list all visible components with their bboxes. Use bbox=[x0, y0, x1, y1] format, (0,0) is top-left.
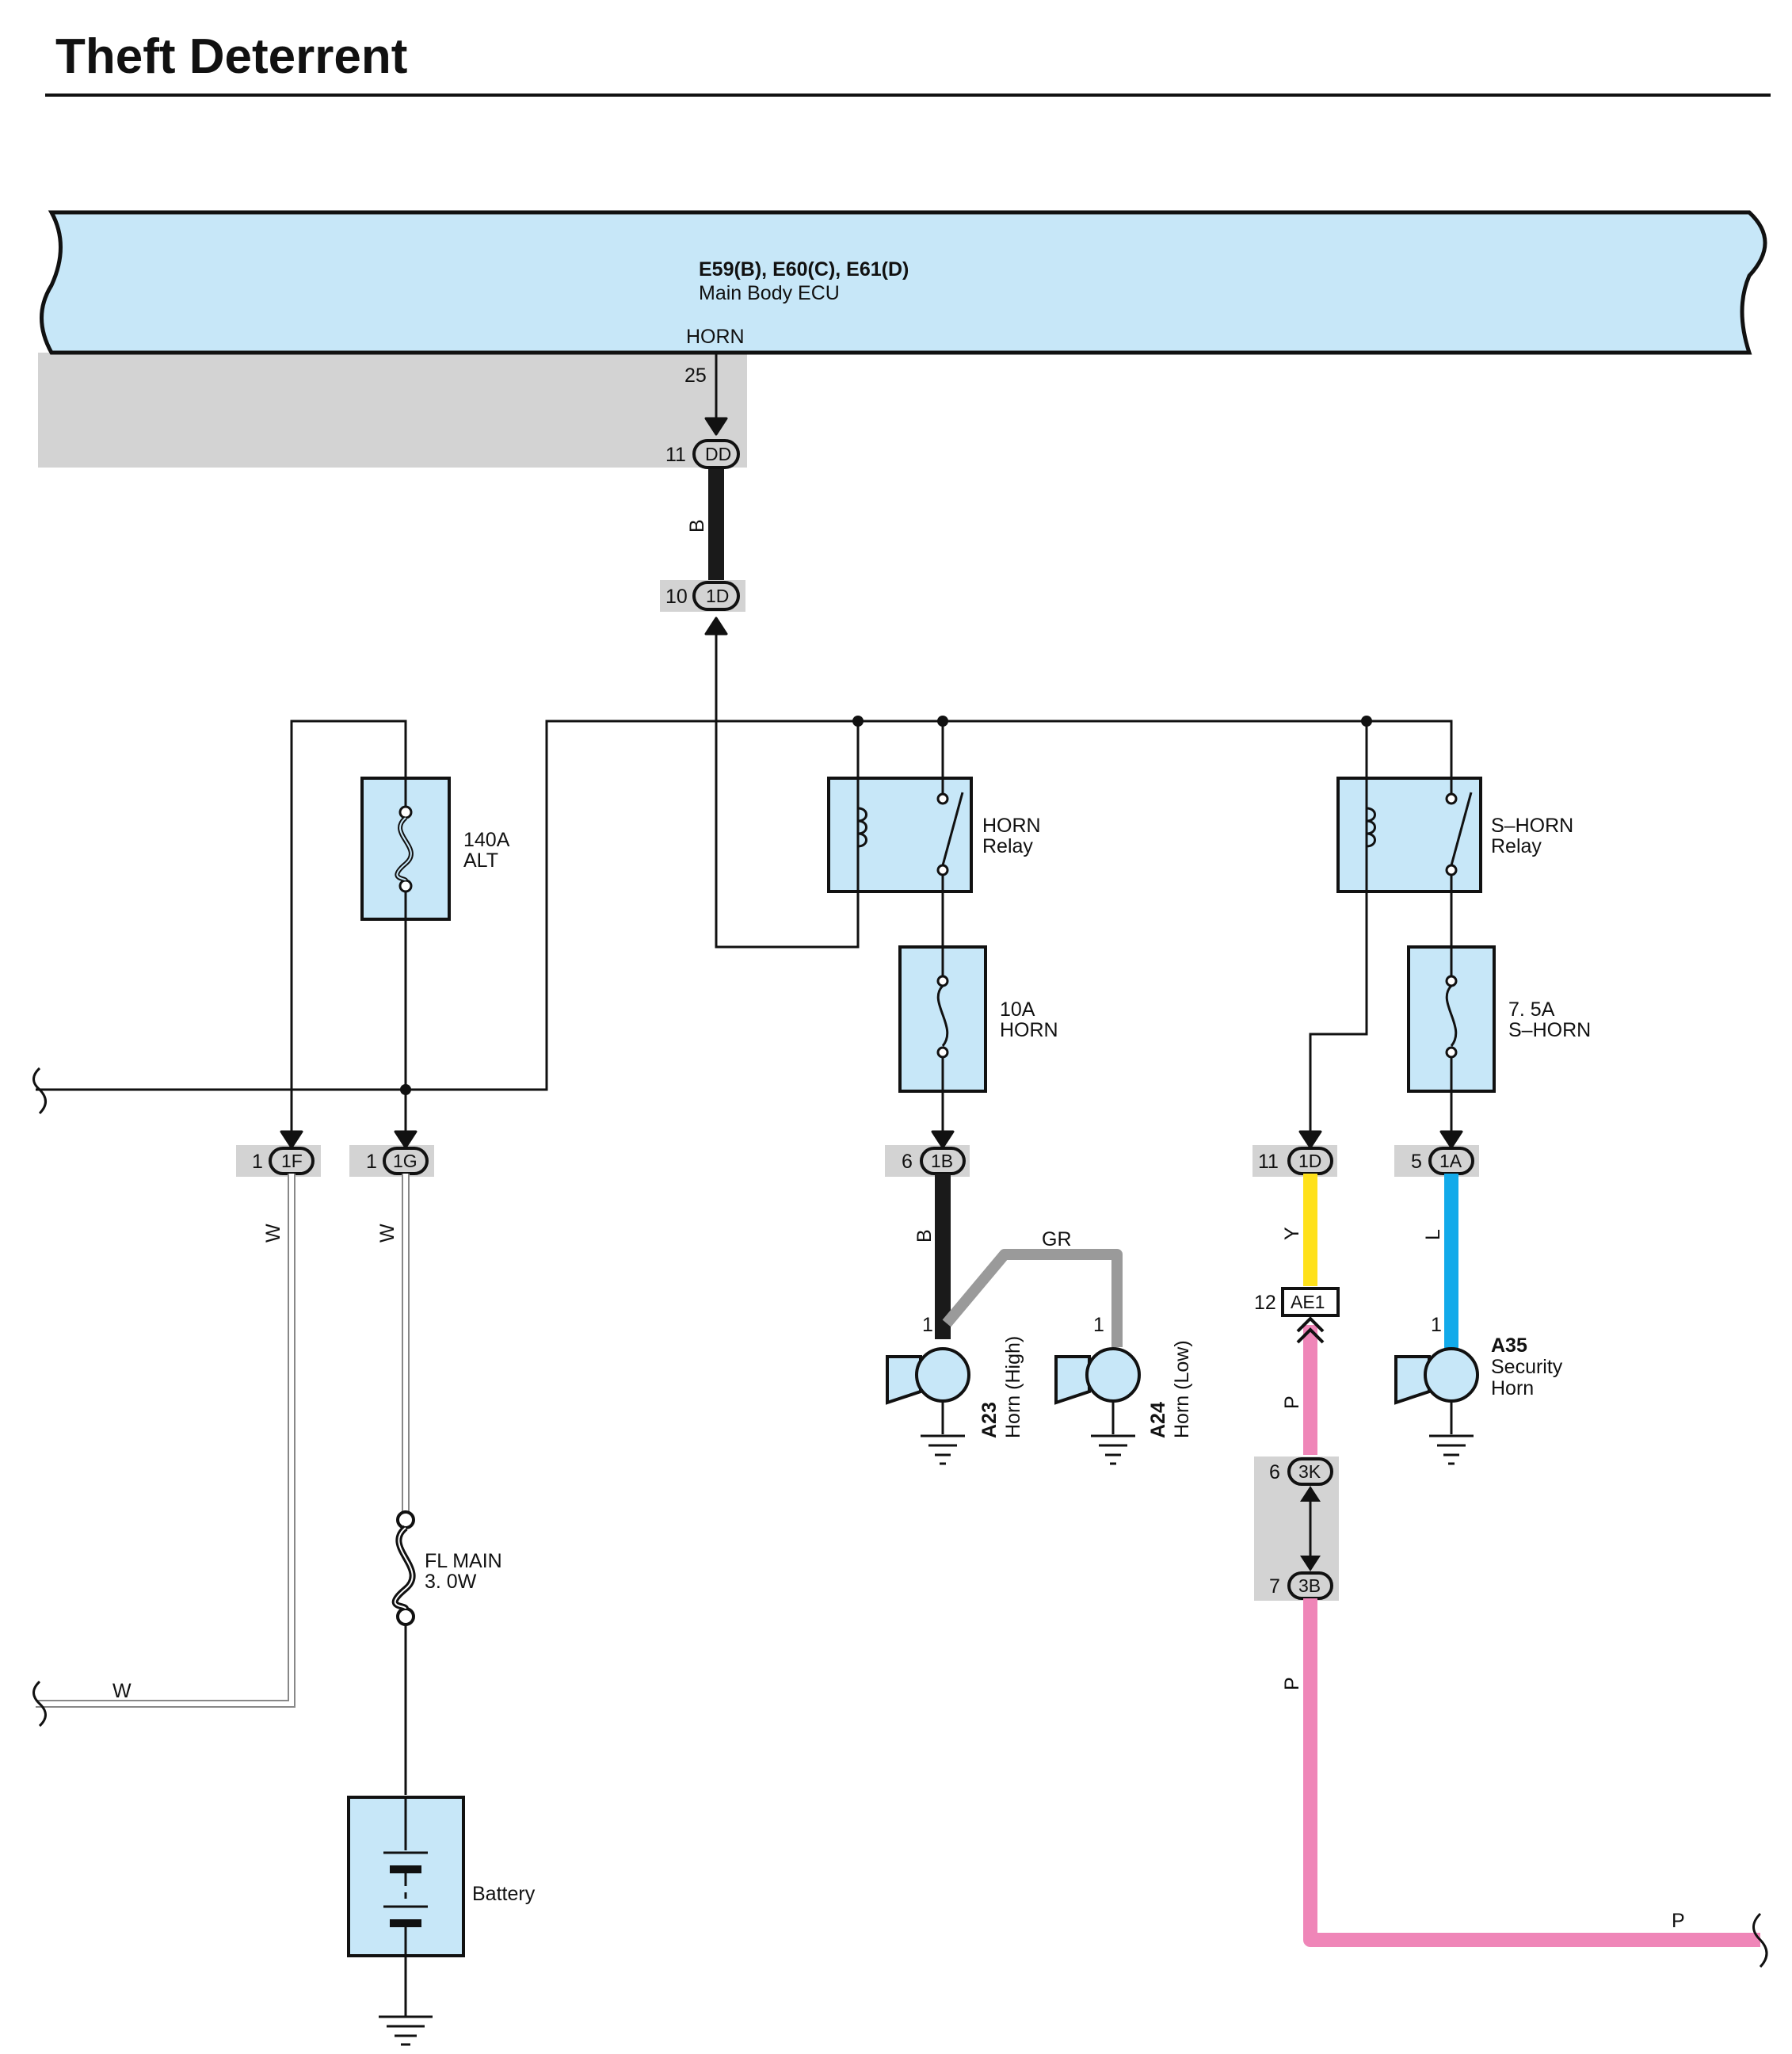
connector-3k-id: 3K bbox=[1298, 1461, 1321, 1482]
horn-relay-name: HORN bbox=[982, 815, 1041, 837]
connector-1d-top bbox=[692, 581, 740, 611]
arrow-into-1f bbox=[280, 1130, 303, 1149]
security-horn-code: A35 bbox=[1491, 1334, 1527, 1357]
wire-color-b-horn: B bbox=[913, 1229, 936, 1243]
ecu-name: Main Body ECU bbox=[699, 282, 840, 304]
connector-1a-id: 1A bbox=[1439, 1151, 1462, 1171]
connector-dd bbox=[692, 439, 740, 469]
fuse-horn-rating: 10A bbox=[1000, 998, 1035, 1021]
connector-1f-pin: 1 bbox=[252, 1151, 263, 1173]
ecu-terminal-name: HORN bbox=[686, 326, 745, 348]
wire-break-left-bottom bbox=[32, 1680, 47, 1728]
horn-high-code: A23 bbox=[978, 1402, 1001, 1438]
arrow-into-dd bbox=[704, 417, 728, 436]
connector-3b-pin: 7 bbox=[1269, 1575, 1280, 1598]
arrow-into-1b bbox=[931, 1130, 955, 1149]
horn-low-code: A24 bbox=[1147, 1402, 1169, 1438]
wire-color-w-bottom: W bbox=[112, 1680, 132, 1702]
splice-dot bbox=[1361, 716, 1372, 727]
connector-1f-id: 1F bbox=[281, 1151, 303, 1171]
connector-dd-pin: 11 bbox=[665, 444, 686, 466]
wire-break-left-top bbox=[32, 1067, 47, 1115]
page-title: Theft Deterrent bbox=[55, 29, 408, 84]
horn-low-icon bbox=[1054, 1347, 1141, 1465]
wire-color-gr: GR bbox=[1042, 1228, 1072, 1250]
wire-w-1f bbox=[36, 1174, 295, 1708]
arrow-into-1d-mid bbox=[1298, 1130, 1322, 1149]
horn-high-icon bbox=[886, 1347, 970, 1465]
connector-3k-pin: 6 bbox=[1269, 1461, 1280, 1483]
fl-main-name: FL MAIN bbox=[425, 1550, 502, 1572]
security-horn-pin: 1 bbox=[1431, 1314, 1442, 1336]
security-horn-line2: Horn bbox=[1491, 1377, 1534, 1399]
wire-color-y: Y bbox=[1281, 1227, 1303, 1240]
connector-1d-top-pin: 10 bbox=[665, 586, 688, 608]
horn-low-pin: 1 bbox=[1093, 1314, 1104, 1336]
connector-1d-mid-pin: 11 bbox=[1258, 1151, 1279, 1173]
connector-1g-pin: 1 bbox=[366, 1151, 377, 1173]
connector-1g-id: 1G bbox=[393, 1151, 417, 1171]
battery-label: Battery bbox=[472, 1883, 536, 1905]
connector-dd-id: DD bbox=[705, 444, 731, 464]
wire-color-p-mid: P bbox=[1281, 1677, 1303, 1690]
arrow-into-1g bbox=[394, 1130, 417, 1149]
connector-ae1-pin: 12 bbox=[1254, 1292, 1276, 1314]
security-horn-line1: Security bbox=[1491, 1356, 1563, 1378]
splice-dot bbox=[400, 1084, 411, 1095]
connector-1a-pin: 5 bbox=[1411, 1151, 1422, 1173]
wire-color-b-top: B bbox=[686, 519, 708, 533]
connector-3k bbox=[1287, 1457, 1333, 1486]
splice-dot bbox=[937, 716, 948, 727]
wire-color-p-upper: P bbox=[1281, 1395, 1303, 1409]
security-horn-icon bbox=[1394, 1347, 1479, 1465]
connector-1d-top-id: 1D bbox=[706, 586, 729, 606]
fuse-shorn-rating: 7. 5A bbox=[1508, 998, 1555, 1021]
fuse-shorn-name: S–HORN bbox=[1508, 1019, 1591, 1041]
wire-gr bbox=[942, 1249, 1123, 1347]
wire-color-p-bottom: P bbox=[1672, 1910, 1685, 1932]
connector-3b-id: 3B bbox=[1298, 1575, 1321, 1596]
horn-low-name: Horn (Low) bbox=[1171, 1340, 1193, 1438]
fl-main-rating: 3. 0W bbox=[425, 1571, 477, 1593]
wire-color-w-1g: W bbox=[376, 1224, 398, 1243]
wire-color-l: L bbox=[1422, 1229, 1444, 1240]
ground-icon bbox=[379, 1956, 433, 2046]
arrow-up-from-1d bbox=[704, 617, 728, 636]
connector-1b-id: 1B bbox=[931, 1151, 953, 1171]
horn-relay-coil bbox=[857, 807, 867, 848]
fuse-horn-name: HORN bbox=[1000, 1019, 1058, 1041]
fuse-alt-rating: 140A bbox=[463, 829, 510, 851]
ecu-highlight-area bbox=[38, 353, 747, 468]
shorn-relay-name: S–HORN bbox=[1491, 815, 1573, 837]
wire-p-lower bbox=[1303, 1598, 1760, 1947]
shorn-relay-label: Relay bbox=[1491, 835, 1542, 857]
main-body-ecu-box bbox=[40, 210, 1767, 355]
connector-ae1 bbox=[1281, 1287, 1340, 1317]
shorn-relay-coil bbox=[1366, 807, 1376, 848]
splice-dot bbox=[852, 716, 864, 727]
horn-high-pin: 1 bbox=[922, 1314, 933, 1336]
connector-1b-pin: 6 bbox=[902, 1151, 913, 1173]
wire-break-right bbox=[1752, 1912, 1768, 1968]
horn-relay-label: Relay bbox=[982, 835, 1033, 857]
ecu-terminal-pin: 25 bbox=[684, 365, 707, 387]
connector-1d-mid-id: 1D bbox=[1298, 1151, 1321, 1171]
fuse-alt-name: ALT bbox=[463, 849, 498, 872]
wire-color-w-1f: W bbox=[262, 1224, 284, 1243]
title-rule bbox=[45, 94, 1771, 97]
ecu-code: E59(B), E60(C), E61(D) bbox=[699, 258, 909, 281]
horn-high-name: Horn (High) bbox=[1002, 1336, 1024, 1438]
connector-ae1-id: AE1 bbox=[1291, 1292, 1325, 1312]
arrow-into-1a bbox=[1439, 1130, 1463, 1149]
